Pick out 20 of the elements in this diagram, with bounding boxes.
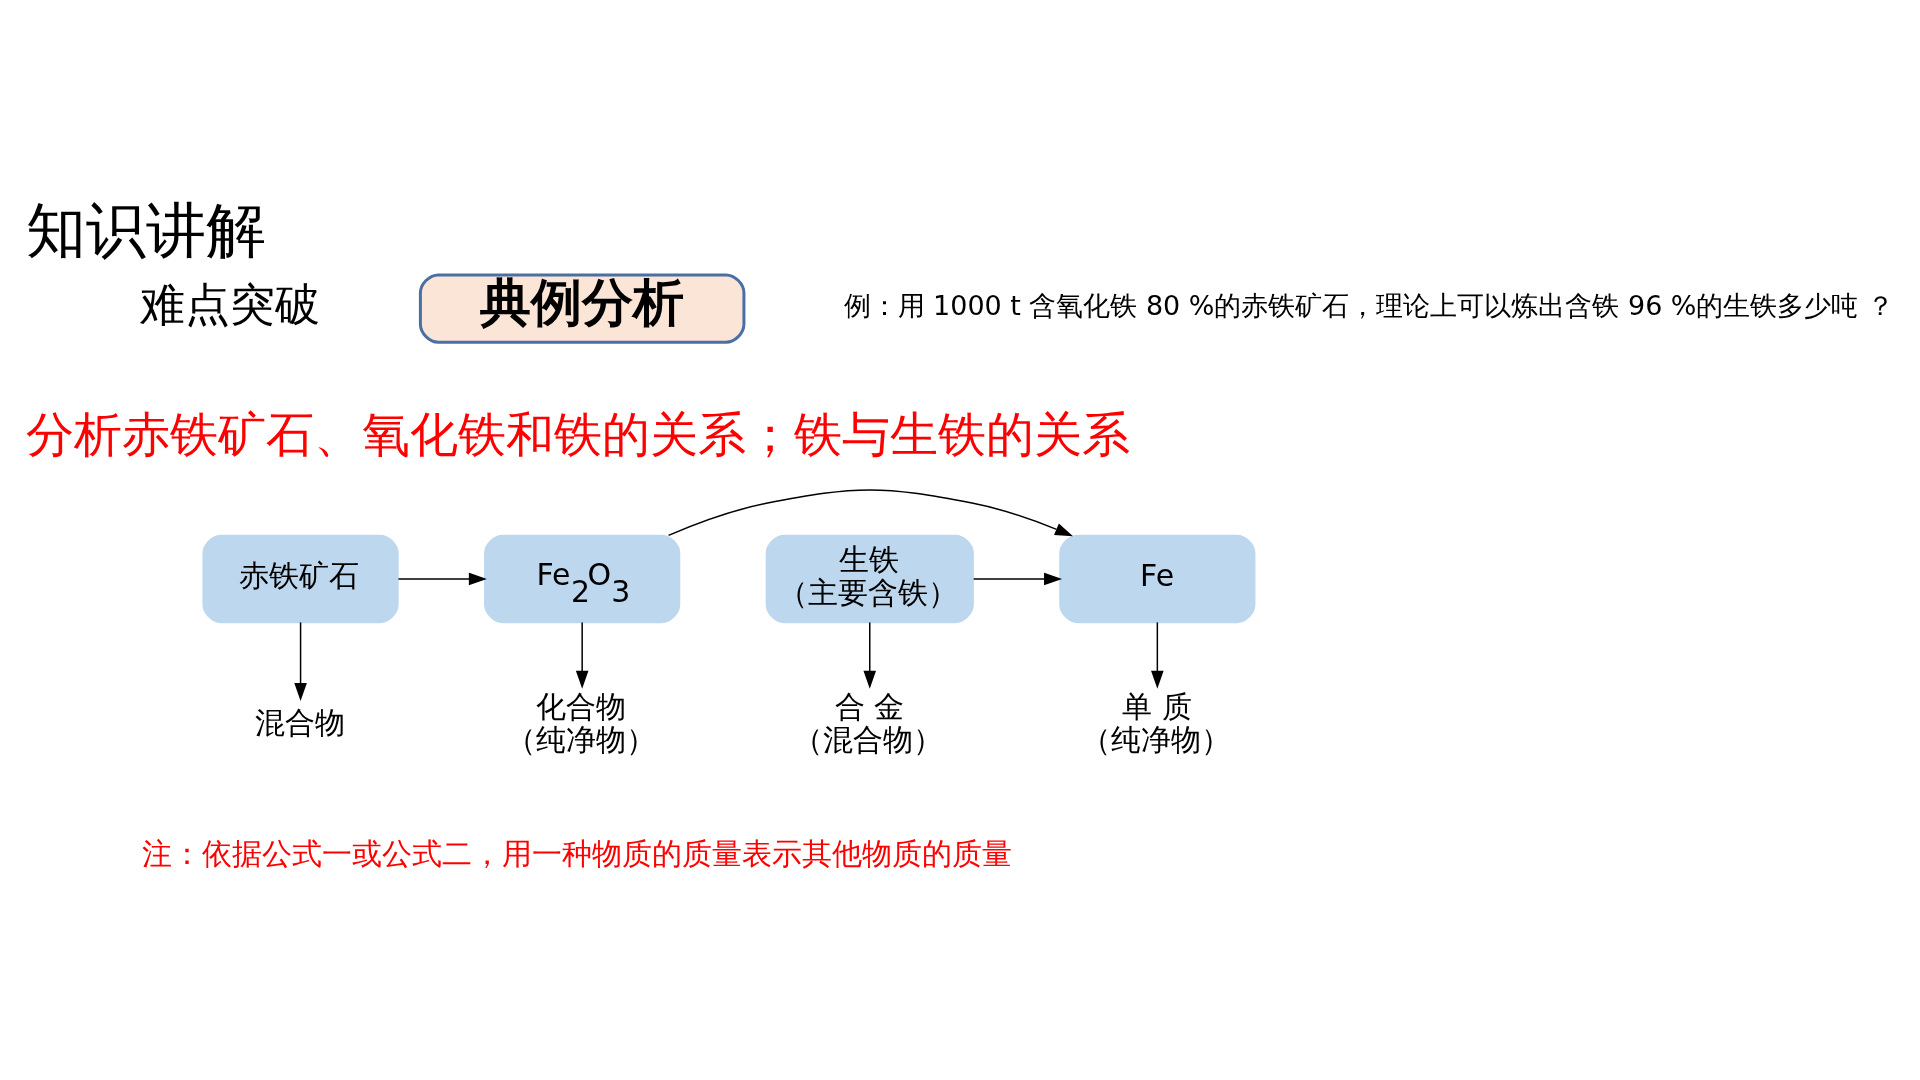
node-box: 生铁 （主要含铁） <box>765 534 974 624</box>
node-box: Fe <box>1059 534 1256 624</box>
node-text: 合 金 （混合物） <box>793 688 944 757</box>
label: 例：用 1000 t 含氧化铁 80 %的赤铁矿石，理论上可以炼出含铁 96 %的生铁多少吨 ？ <box>843 290 1895 322</box>
arrow <box>667 489 1074 537</box>
label: 难点突破 <box>139 277 320 331</box>
arrow <box>575 621 589 689</box>
label: 分析赤铁矿石、氧化铁和铁的关系；铁与生铁的关系 <box>26 407 1131 463</box>
arrow <box>972 572 1063 586</box>
arrow <box>294 621 307 701</box>
arrow <box>397 572 487 586</box>
label: 注：依据公式一或公式二，用一种物质的质量表示其他物质的质量 <box>141 835 1012 871</box>
node-text: 单 质 （纯净物） <box>1080 688 1231 757</box>
arrow <box>1151 621 1164 689</box>
node-text: 化合物 （纯净物） <box>505 688 656 757</box>
node-box: 赤铁矿石 <box>202 534 399 624</box>
arrow <box>863 621 877 689</box>
diagram-title: 知识讲解 <box>26 194 267 265</box>
node-text: 混合物 <box>254 705 345 741</box>
node-box: 典例分析 <box>418 273 746 344</box>
